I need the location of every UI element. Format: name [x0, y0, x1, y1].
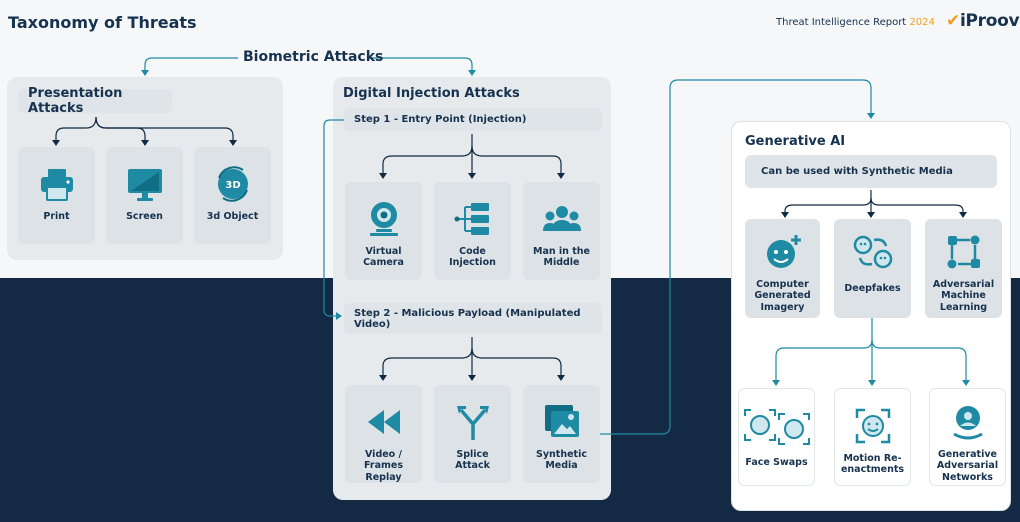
- report-year: 2024: [909, 17, 935, 28]
- splice-attack-label: Splice Attack: [455, 449, 490, 472]
- cgi-face-icon: [762, 231, 804, 273]
- face-swaps-label: Face Swaps: [745, 457, 808, 468]
- face-swap-icon: [852, 231, 894, 273]
- biometric-right-connector: [367, 57, 473, 73]
- video-replay-label: Video / Frames Replay: [364, 448, 403, 483]
- 3d-object-card: 3D 3d Object: [194, 147, 271, 244]
- step2-right-bracket: [471, 347, 562, 378]
- virtual-camera-card: Virtual Camera: [345, 182, 422, 280]
- printer-icon: [36, 163, 78, 205]
- svg-text:3D: 3D: [225, 180, 240, 191]
- gan-icon: [947, 401, 989, 443]
- adversarial-ml-label: Adversarial Machine Learning: [932, 279, 995, 313]
- code-injection-label: Code Injection: [449, 246, 496, 269]
- page-title: Taxonomy of Threats: [8, 13, 197, 32]
- motion-reenactment-card: Motion Re-enactments: [834, 388, 911, 486]
- print-card: Print: [18, 147, 95, 244]
- presentation-attacks-title: Presentation Attacks: [18, 86, 172, 116]
- screen-label: Screen: [126, 211, 163, 222]
- digital-injection-title: Digital Injection Attacks: [343, 86, 520, 101]
- video-replay-card: Video / Frames Replay: [345, 385, 422, 483]
- 3d-object-label: 3d Object: [206, 211, 259, 222]
- step1-right-bracket: [471, 145, 562, 176]
- brand-mark-icon: ✔: [946, 11, 960, 31]
- synthetic-media-label: Synthetic Media: [536, 449, 587, 472]
- code-injection-card: Code Injection: [434, 182, 511, 280]
- presentation-right-bracket: [95, 116, 234, 143]
- deepfakes-card: Deepfakes: [834, 219, 911, 318]
- screen-card: Screen: [106, 147, 183, 244]
- deepfakes-label: Deepfakes: [844, 283, 901, 294]
- presentation-mid-bracket: [95, 116, 146, 143]
- deepfake-left-connector: [775, 318, 873, 384]
- cgi-label: Computer Generated Imagery: [754, 279, 811, 313]
- people-icon: [541, 198, 583, 240]
- monitor-icon: [124, 163, 166, 205]
- step2-label: Step 2 - Malicious Payload (Manipulated …: [344, 303, 602, 334]
- deepfake-right-connector: [871, 339, 967, 384]
- biometric-attacks-label: Biometric Attacks: [243, 49, 384, 65]
- biometric-left-connector: [144, 57, 238, 73]
- split-arrows-icon: [452, 401, 494, 443]
- brand-logo: ✔iProov: [946, 11, 1020, 31]
- generative-ai-title: Generative AI: [745, 134, 846, 149]
- presentation-left-bracket: [55, 116, 97, 143]
- synthetic-media-card: Synthetic Media: [523, 385, 600, 483]
- face-swaps-icon: [742, 405, 812, 447]
- face-swaps-card: Face Swaps: [738, 388, 815, 486]
- step1-label: Step 1 - Entry Point (Injection): [344, 108, 602, 131]
- 3d-object-icon: 3D: [212, 163, 254, 205]
- webcam-icon: [363, 198, 405, 240]
- genai-left-bracket: [784, 190, 872, 215]
- code-injection-icon: [452, 198, 494, 240]
- step2-left-bracket: [382, 337, 473, 378]
- brand-name: iProov: [959, 11, 1020, 31]
- adversarial-ml-card: Adversarial Machine Learning: [925, 219, 1002, 318]
- step1-left-bracket: [382, 134, 473, 176]
- synthetic-media-subtitle: Can be used with Synthetic Media: [745, 155, 997, 188]
- rewind-icon: [363, 401, 405, 443]
- cgi-card: Computer Generated Imagery: [745, 219, 820, 318]
- adversarial-ml-icon: [943, 231, 985, 273]
- report-text: Threat Intelligence Report: [776, 17, 907, 28]
- gan-label: Generative Adversarial Networks: [936, 449, 999, 483]
- gan-card: Generative Adversarial Networks: [929, 388, 1006, 486]
- man-in-the-middle-label: Man in the Middle: [532, 246, 590, 269]
- media-gallery-icon: [541, 401, 583, 443]
- synthetic-to-genai-connector: [600, 79, 872, 435]
- step-loop-connector: [323, 119, 344, 317]
- motion-reenactment-label: Motion Re-enactments: [840, 453, 905, 476]
- report-label: Threat Intelligence Report 2024: [776, 17, 935, 28]
- genai-right-bracket: [870, 197, 964, 215]
- virtual-camera-label: Virtual Camera: [363, 246, 404, 269]
- print-label: Print: [43, 211, 70, 222]
- man-in-the-middle-card: Man in the Middle: [523, 182, 600, 280]
- splice-attack-card: Splice Attack: [434, 385, 511, 483]
- motion-face-icon: [852, 405, 894, 447]
